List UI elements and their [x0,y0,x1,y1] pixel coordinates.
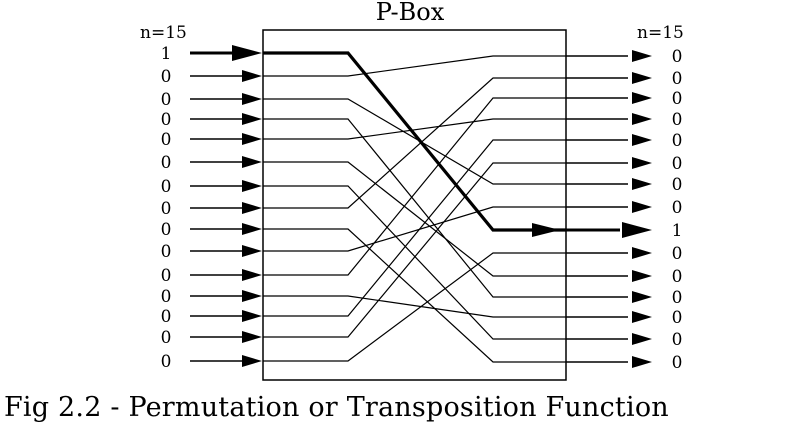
input-bit-2: 0 [161,67,172,87]
output-bit-10: 0 [672,244,683,264]
wire-13 [263,139,566,317]
output-arrowhead-15 [632,356,652,368]
output-bit-4: 0 [672,110,683,130]
output-arrowhead-3 [632,92,652,104]
input-bit-11: 0 [161,266,172,286]
permutation-wires [263,51,566,363]
input-bit-6: 0 [161,153,172,173]
output-arrowhead-8 [632,201,652,213]
input-bit-3: 0 [161,90,172,110]
output-mid-arrowhead-9 [532,223,560,237]
p-box-frame [262,29,567,381]
output-arrowhead-11 [632,270,652,282]
input-arrowhead-2 [242,70,262,82]
wire-8 [263,77,566,209]
output-bit-3: 0 [672,89,683,109]
input-arrowhead-8 [242,202,262,214]
input-arrowhead-3 [242,93,262,105]
wire-10 [263,206,566,252]
output-bit-13: 0 [672,308,683,328]
p-box-title: P-Box [376,0,445,26]
output-bit-9: 1 [672,221,683,241]
wire-3 [263,98,566,185]
output-arrowhead-6 [632,157,652,169]
wire-12 [263,295,566,318]
input-bit-10: 0 [161,242,172,262]
wire-2 [263,55,566,77]
output-bit-1: 0 [672,47,683,67]
output-bit-14: 0 [672,330,683,350]
output-arrows [493,50,652,368]
input-arrowhead-9 [242,223,262,235]
input-arrowhead-1 [232,45,262,61]
wire-14 [263,162,566,338]
input-arrowhead-7 [242,180,262,192]
wire-7 [263,185,566,340]
output-count-label: n=15 [637,23,684,43]
output-bit-12: 0 [672,288,683,308]
input-arrowhead-6 [242,156,262,168]
output-bit-7: 0 [672,175,683,195]
input-arrowhead-4 [242,113,262,125]
input-bit-8: 0 [161,199,172,219]
wire-6 [263,161,566,277]
output-arrowhead-9 [622,222,652,238]
figure-caption: Fig 2.2 - Permutation or Transposition F… [4,392,669,423]
wire-11 [263,97,566,276]
wire-9 [263,228,566,363]
input-arrowhead-5 [242,133,262,145]
input-bit-13: 0 [161,307,172,327]
input-bit-12: 0 [161,287,172,307]
output-bit-8: 0 [672,198,683,218]
input-arrowhead-14 [242,331,262,343]
input-bit-4: 0 [161,110,172,130]
output-arrowhead-10 [632,247,652,259]
output-arrowhead-5 [632,134,652,146]
input-count-label: n=15 [140,23,187,43]
output-arrowhead-1 [632,50,652,62]
output-arrowhead-14 [632,333,652,345]
input-bit-9: 0 [161,220,172,240]
input-bit-5: 0 [161,130,172,150]
output-bit-5: 0 [672,131,683,151]
output-bit-15: 0 [672,353,683,373]
input-arrowhead-13 [242,310,262,322]
wire-15 [263,252,566,362]
input-arrowhead-12 [242,290,262,302]
wire-5 [263,118,566,140]
input-arrowhead-10 [242,245,262,257]
output-arrowhead-13 [632,311,652,323]
input-arrows [190,45,262,367]
input-bit-7: 0 [161,177,172,197]
output-bit-2: 0 [672,69,683,89]
wire-4 [263,118,566,298]
input-bit-1: 1 [161,44,172,64]
output-arrowhead-4 [632,113,652,125]
wire-1 [263,51,566,232]
output-bit-6: 0 [672,154,683,174]
input-bit-14: 0 [161,328,172,348]
output-arrowhead-12 [632,291,652,303]
input-arrowhead-11 [242,269,262,281]
input-bit-15: 0 [161,352,172,372]
output-arrowhead-7 [632,178,652,190]
input-arrowhead-15 [242,355,262,367]
output-bit-11: 0 [672,267,683,287]
output-arrowhead-2 [632,72,652,84]
